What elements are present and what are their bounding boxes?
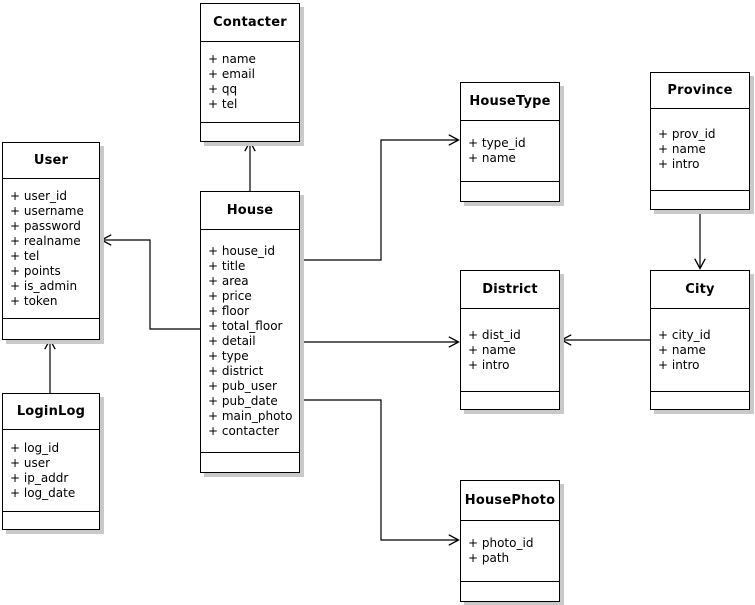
attribute-row: + is_admin xyxy=(10,278,78,293)
attributes-compartment: + prov_id+ name+ intro xyxy=(651,109,749,190)
attributes-compartment: + name+ email+ qq+ tel xyxy=(201,42,299,122)
class-user[interactable]: User+ user_id+ username+ password+ realn… xyxy=(2,142,100,340)
attribute-row: + tel xyxy=(10,248,40,263)
class-name-house: House xyxy=(201,192,299,230)
attribute-row: + user xyxy=(10,455,51,470)
attribute-row: + price xyxy=(208,288,252,303)
class-contacter[interactable]: Contacter+ name+ email+ qq+ tel xyxy=(200,3,300,142)
attribute-row: + name xyxy=(658,342,706,357)
attribute-row: + title xyxy=(208,258,246,273)
class-district[interactable]: District+ dist_id+ name+ intro xyxy=(460,270,560,410)
attribute-row: + name xyxy=(208,52,256,66)
association-house-to-user xyxy=(102,240,200,330)
attribute-row: + type_id xyxy=(468,136,526,150)
attribute-row: + password xyxy=(10,218,81,233)
class-loginlog[interactable]: LoginLog+ log_id+ user+ ip_addr+ log_dat… xyxy=(2,393,100,530)
attributes-compartment: + house_id+ title+ area+ price+ floor+ t… xyxy=(201,230,299,452)
attribute-row: + floor xyxy=(208,303,250,318)
methods-compartment-empty xyxy=(651,190,749,209)
attribute-row: + points xyxy=(10,263,61,278)
attribute-row: + tel xyxy=(208,97,238,111)
class-name-contacter: Contacter xyxy=(201,4,299,42)
attribute-row: + qq xyxy=(208,82,238,96)
attribute-row: + token xyxy=(10,293,58,308)
attribute-row: + pub_date xyxy=(208,393,278,408)
methods-compartment-empty xyxy=(461,391,559,409)
attributes-compartment: + dist_id+ name+ intro xyxy=(461,309,559,391)
class-name-province: Province xyxy=(651,73,749,109)
attribute-row: + realname xyxy=(10,233,81,248)
class-city[interactable]: City+ city_id+ name+ intro xyxy=(650,270,750,410)
attribute-row: + email xyxy=(208,67,255,81)
class-housetype[interactable]: HouseType+ type_id+ name xyxy=(460,82,560,202)
class-name-district: District xyxy=(461,271,559,309)
attributes-compartment: + type_id+ name xyxy=(461,121,559,181)
attribute-row: + detail xyxy=(208,333,256,348)
attributes-compartment: + log_id+ user+ ip_addr+ log_date xyxy=(3,430,99,511)
class-name-user: User xyxy=(3,143,99,179)
attribute-row: + area xyxy=(208,273,249,288)
attribute-row: + username xyxy=(10,203,84,218)
methods-compartment-empty xyxy=(461,181,559,201)
attribute-row: + path xyxy=(468,551,510,565)
attribute-row: + intro xyxy=(658,357,700,372)
methods-compartment-empty xyxy=(201,452,299,472)
class-name-loginlog: LoginLog xyxy=(3,394,99,430)
attribute-row: + city_id xyxy=(658,327,711,342)
methods-compartment-empty xyxy=(3,511,99,529)
methods-compartment-empty xyxy=(3,318,99,339)
attribute-row: + house_id xyxy=(208,243,276,258)
attribute-row: + total_floor xyxy=(208,318,283,333)
attribute-row: + main_photo xyxy=(208,408,293,423)
class-name-housetype: HouseType xyxy=(461,83,559,121)
attributes-compartment: + city_id+ name+ intro xyxy=(651,309,749,391)
methods-compartment-empty xyxy=(461,581,559,601)
attribute-row: + name xyxy=(468,151,516,165)
attributes-compartment: + user_id+ username+ password+ realname+… xyxy=(3,179,99,318)
attribute-row: + ip_addr xyxy=(10,470,69,485)
attributes-compartment: + photo_id+ path xyxy=(461,521,559,581)
attribute-row: + user_id xyxy=(10,188,67,203)
attribute-row: + intro xyxy=(468,357,510,372)
attribute-row: + pub_user xyxy=(208,378,277,393)
methods-compartment-empty xyxy=(651,391,749,409)
class-housephoto[interactable]: HousePhoto+ photo_id+ path xyxy=(460,480,560,602)
attribute-row: + log_date xyxy=(10,485,76,500)
attribute-row: + district xyxy=(208,363,264,378)
attribute-row: + photo_id xyxy=(468,536,534,550)
class-name-housephoto: HousePhoto xyxy=(461,481,559,521)
class-name-city: City xyxy=(651,271,749,309)
attribute-row: + type xyxy=(208,348,249,363)
attribute-row: + intro xyxy=(658,157,700,171)
association-house-to-housephoto xyxy=(300,399,458,540)
class-house[interactable]: House+ house_id+ title+ area+ price+ flo… xyxy=(200,191,300,473)
attribute-row: + prov_id xyxy=(658,127,716,141)
attribute-row: + name xyxy=(468,342,516,357)
class-province[interactable]: Province+ prov_id+ name+ intro xyxy=(650,72,750,210)
attribute-row: + name xyxy=(658,142,706,156)
attribute-row: + contacter xyxy=(208,423,280,438)
methods-compartment-empty xyxy=(201,122,299,141)
attribute-row: + log_id xyxy=(10,440,60,455)
association-house-to-housetype xyxy=(300,140,458,261)
attribute-row: + dist_id xyxy=(468,327,521,342)
